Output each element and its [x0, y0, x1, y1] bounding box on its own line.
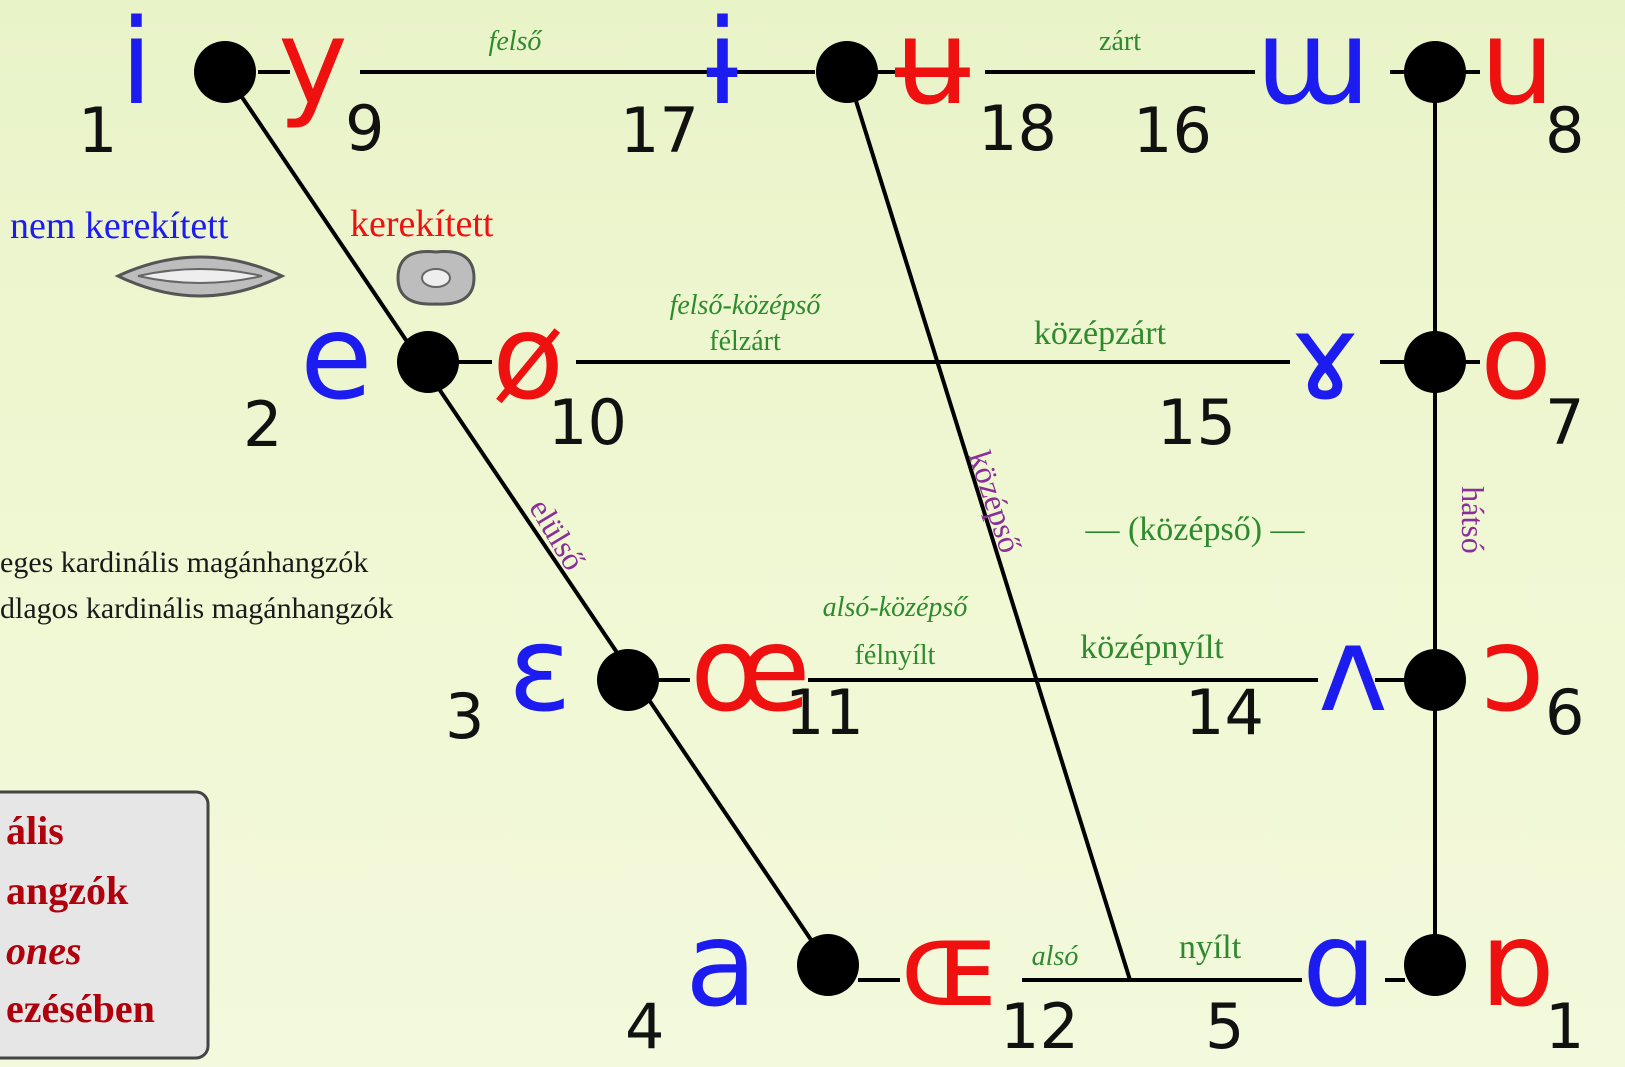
vowel-symbol: ɶ — [900, 895, 1001, 1033]
vowel-symbol: i — [120, 0, 153, 131]
vowel-dot — [1404, 649, 1466, 711]
vowel-symbol: e — [300, 288, 373, 426]
vowel-symbol: ɤ — [1290, 288, 1360, 426]
height-label-open-mid-italic: alsó-középső — [823, 592, 969, 623]
vowel-number: 1 — [78, 94, 117, 167]
info-box-line-4: ezésében — [6, 986, 155, 1031]
vowel-symbol: a — [685, 895, 757, 1033]
vowel-number: 17 — [620, 94, 699, 167]
vowel-number: 14 — [1185, 676, 1264, 749]
vowel-symbol: y — [278, 0, 348, 131]
vowel-number: 5 — [1205, 990, 1244, 1063]
height-label-open-mid-2: középnyílt — [1080, 629, 1224, 666]
vowel-number: 2 — [243, 388, 282, 461]
vowel-number: 4 — [625, 990, 664, 1063]
vowel-symbol: o — [1480, 288, 1552, 426]
vowel-symbol: ɑ — [1302, 895, 1377, 1033]
height-label-close-mid-1: félzárt — [709, 326, 781, 357]
vowel-number: 15 — [1157, 386, 1236, 459]
rounding-legend: nem kerekített kerekített — [10, 203, 494, 306]
vowel-number: 8 — [1545, 94, 1584, 167]
vowel-number: 3 — [445, 680, 484, 753]
vowel-number: 16 — [1133, 94, 1212, 167]
vowel-number: 6 — [1545, 676, 1584, 749]
vowel-number: 7 — [1545, 386, 1584, 459]
vowel-symbol: ʌ — [1318, 600, 1388, 738]
chart-lines — [223, 70, 1480, 982]
height-label-close-mid-2: középzárt — [1034, 315, 1167, 352]
vowel-symbol: ɨ — [706, 0, 739, 131]
vowel-symbol: ɛ — [508, 600, 572, 738]
vowel-dot — [597, 649, 659, 711]
vowel-dot — [1404, 934, 1466, 996]
vowel-number: 18 — [978, 92, 1057, 165]
central-line — [845, 71, 1132, 981]
backness-label-central: középső — [962, 446, 1029, 557]
height-labels: felső zárt felső-középső félzárt középzá… — [489, 26, 1306, 972]
vowel-number: 9 — [345, 92, 384, 165]
vowel-symbol: ɒ — [1480, 895, 1555, 1033]
rounded-label: kerekített — [350, 203, 494, 245]
height-label-open: nyílt — [1179, 929, 1242, 966]
spread-lips-icon — [114, 255, 286, 298]
info-box: ális angzók ones ezésében — [0, 790, 210, 1060]
legend-secondary: dlagos kardinális magánhangzók — [0, 592, 393, 625]
vowel-number: 1 — [1545, 990, 1584, 1063]
legend-primary: eges kardinális magánhangzók — [0, 546, 368, 579]
info-box-line-1: ális — [6, 808, 64, 853]
vowel-dot — [797, 934, 859, 996]
backness-label-back: hátsó — [1455, 486, 1491, 554]
info-box-line-3: ones — [6, 928, 82, 973]
vowel-dot — [194, 41, 256, 103]
height-label-close-italic: felső — [489, 26, 543, 57]
height-label-mid: — (középső) — — [1084, 511, 1305, 548]
front-line — [223, 70, 830, 967]
info-box-line-2: angzók — [6, 868, 129, 913]
vowel-symbol: ø — [492, 288, 564, 426]
unrounded-label: nem kerekített — [10, 205, 229, 247]
rounded-lips-icon — [396, 250, 476, 306]
vowel-dots — [194, 41, 1466, 996]
height-label-close: zárt — [1099, 26, 1141, 57]
vowel-symbol: u — [1480, 0, 1555, 131]
vowel-symbol: ɯ — [1255, 0, 1370, 131]
vowel-dot — [1404, 331, 1466, 393]
vowel-number: 10 — [548, 386, 627, 459]
vowel-symbol: œ — [690, 600, 811, 738]
height-label-open-italic: alsó — [1032, 941, 1079, 972]
vowel-symbol: ɔ — [1480, 600, 1545, 738]
vowel-dot — [397, 331, 459, 393]
vowel-dot — [816, 41, 878, 103]
vowel-number: 11 — [785, 676, 864, 749]
vowel-symbol: ʉ — [895, 0, 970, 131]
height-label-close-mid-italic: felső-középső — [670, 290, 822, 321]
backness-labels: elülső középső hátsó — [522, 446, 1491, 576]
vowel-number: 12 — [1000, 990, 1079, 1063]
vowel-dot — [1404, 41, 1466, 103]
height-label-open-mid-1: félnyílt — [855, 640, 936, 671]
cardinal-legend: eges kardinális magánhangzók dlagos kard… — [0, 546, 393, 625]
backness-label-front: elülső — [522, 492, 592, 576]
